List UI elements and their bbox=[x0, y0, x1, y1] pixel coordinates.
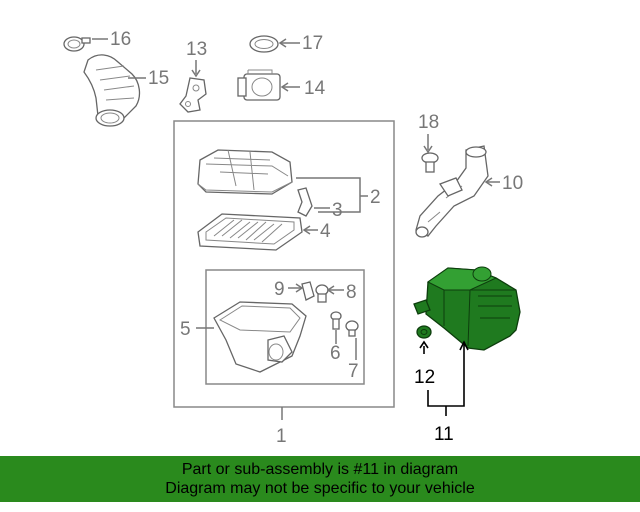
intake-duct-10[interactable] bbox=[415, 145, 489, 238]
air-filter-element-4[interactable] bbox=[197, 213, 303, 251]
banner-line-1: Part or sub-assembly is #11 in diagram bbox=[181, 461, 459, 478]
callout-9: 9 bbox=[274, 279, 285, 300]
callout-17: 17 bbox=[302, 33, 323, 54]
callout-6: 6 bbox=[330, 343, 341, 364]
callout-13: 13 bbox=[186, 39, 207, 60]
hose-clamp-17[interactable] bbox=[249, 35, 279, 53]
nut-12[interactable] bbox=[416, 325, 432, 339]
air-cleaner-cover-2[interactable] bbox=[197, 149, 293, 195]
bolt-7[interactable] bbox=[345, 320, 359, 337]
hose-3[interactable] bbox=[297, 187, 313, 217]
banner-line-2: Diagram may not be specific to your vehi… bbox=[165, 480, 475, 497]
callout-1: 1 bbox=[276, 426, 287, 447]
bolt-6[interactable] bbox=[330, 311, 342, 330]
callout-8: 8 bbox=[346, 282, 357, 303]
callout-7: 7 bbox=[348, 361, 359, 382]
parts-diagram: 16 15 13 17 14 1 2 bbox=[63, 29, 523, 447]
intake-hose-15[interactable] bbox=[83, 54, 141, 127]
callout-2: 2 bbox=[370, 187, 381, 208]
callout-4: 4 bbox=[320, 221, 331, 242]
lower-case-5[interactable] bbox=[213, 301, 307, 373]
callout-15: 15 bbox=[148, 68, 169, 89]
callout-14: 14 bbox=[304, 78, 326, 99]
assembly-frame-1 bbox=[173, 120, 395, 408]
callout-12: 12 bbox=[414, 367, 435, 388]
airflow-meter-14[interactable] bbox=[237, 69, 281, 101]
callout-3: 3 bbox=[332, 200, 343, 221]
callout-5: 5 bbox=[180, 319, 191, 340]
hose-clamp-16[interactable] bbox=[63, 36, 91, 52]
bolt-18[interactable] bbox=[421, 152, 439, 173]
callout-10: 10 bbox=[502, 173, 523, 194]
info-banner: Part or sub-assembly is #11 in diagram D… bbox=[0, 456, 640, 502]
callout-16: 16 bbox=[110, 29, 131, 50]
callout-11: 11 bbox=[434, 424, 454, 445]
bracket-13[interactable] bbox=[179, 77, 207, 113]
resonator-assembly-11[interactable] bbox=[413, 266, 521, 351]
clip-9[interactable] bbox=[301, 281, 315, 301]
lower-case-frame bbox=[205, 269, 365, 385]
grommet-8[interactable] bbox=[315, 284, 329, 303]
callout-18: 18 bbox=[418, 112, 439, 133]
